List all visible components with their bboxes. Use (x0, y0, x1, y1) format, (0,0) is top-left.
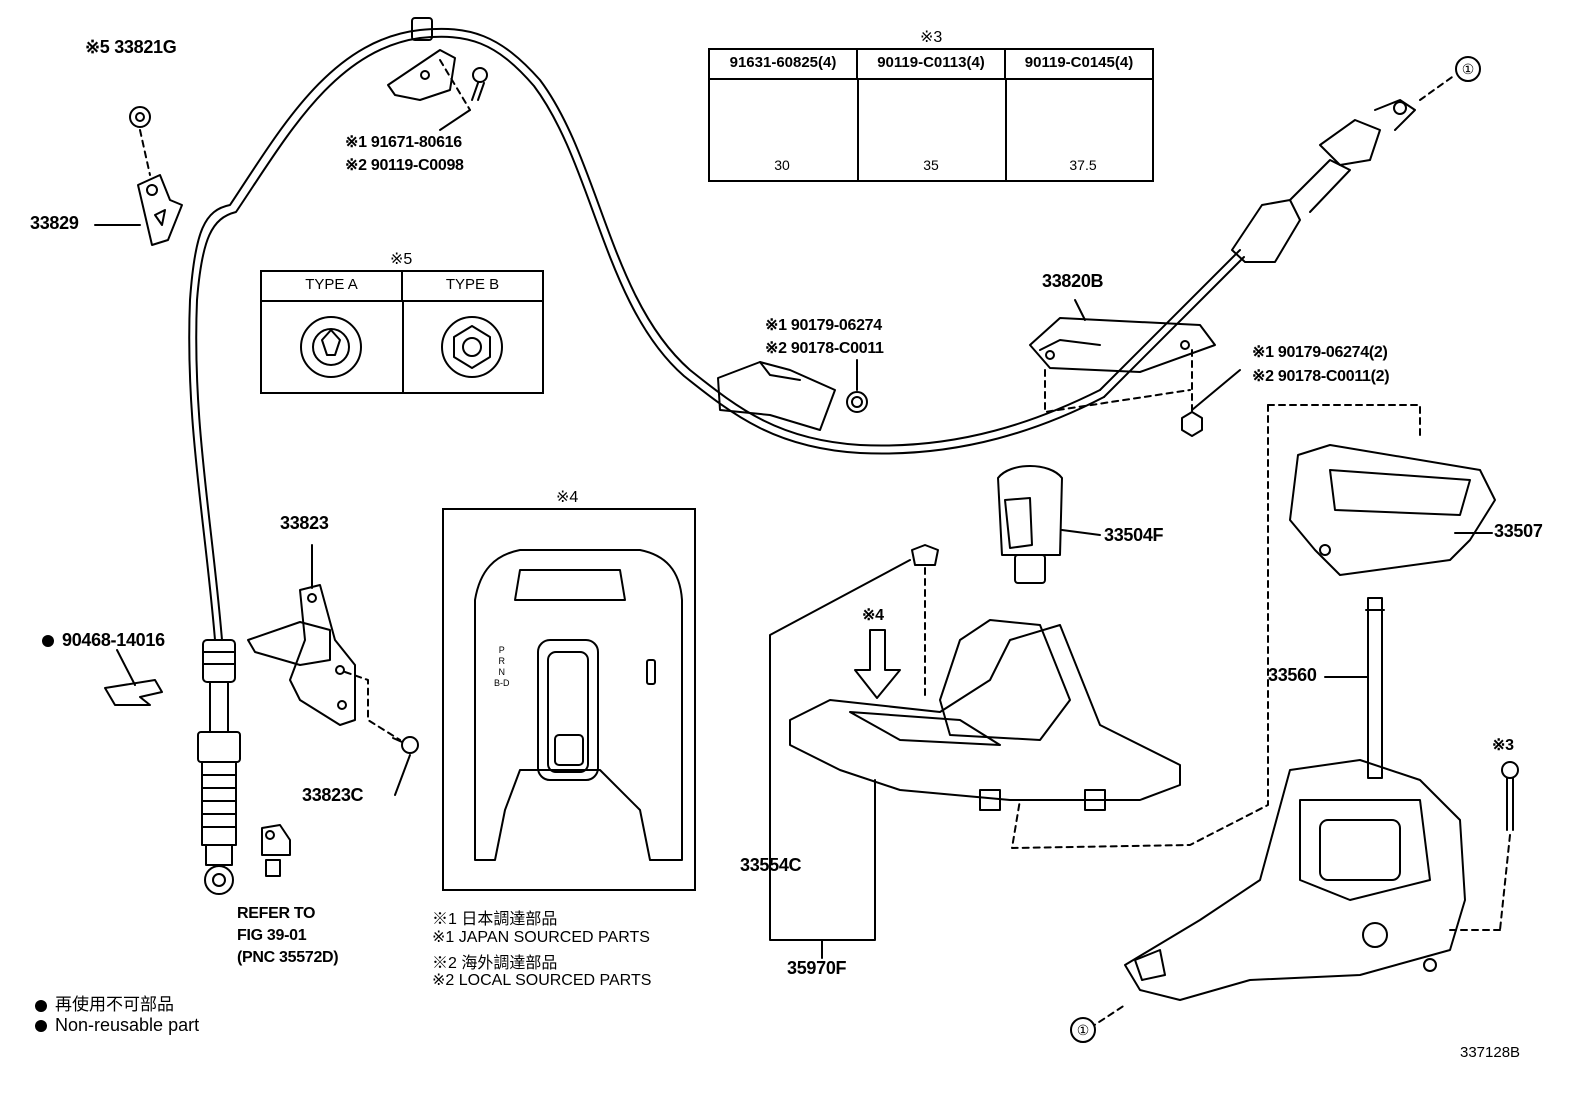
type-b-header: TYPE B (403, 272, 542, 302)
label-90178-c0011: ※2 90178-C0011 (765, 340, 884, 357)
cable-end-top-right (1231, 99, 1416, 263)
label-33554c: 33554C (740, 855, 802, 875)
leader-33821g (139, 129, 151, 176)
bolt-divider-1 (857, 80, 859, 180)
detail-box-mark: ※4 (556, 489, 579, 506)
label-33560: 33560 (1268, 665, 1317, 685)
label-35970f: 35970F (787, 958, 847, 978)
label-33820b: 33820B (1042, 271, 1104, 291)
bolt-col-2-part: 90119-C0113(4) (858, 50, 1006, 80)
clip-console-top (911, 544, 939, 566)
label-mark4-arrow: ※4 (862, 607, 884, 624)
refer-clamp (261, 824, 291, 877)
refer-line-3: (PNC 35572D) (237, 949, 339, 966)
legend-jp-text: 再使用不可部品 (55, 995, 174, 1014)
label-91671-80616: ※1 91671-80616 (345, 134, 462, 151)
note-1-en: ※1 JAPAN SOURCED PARTS (432, 929, 650, 946)
refer-line-1: REFER TO (237, 905, 316, 922)
grommet-33821g (129, 106, 151, 128)
bolt-col-3-length: 37.5 (1069, 157, 1097, 173)
type-nuts (300, 316, 503, 378)
nut-90179-2 (1181, 411, 1203, 437)
note-2-jp: ※2 海外調達部品 (432, 955, 558, 972)
shift-letter-p: P (498, 645, 505, 655)
label-33823: 33823 (280, 513, 329, 533)
shift-lever-33560 (1365, 597, 1385, 779)
bolt-table-mark: ※3 (920, 29, 943, 46)
bolt-table: 91631-60825(4) 90119-C0113(4) 90119-C014… (708, 48, 1154, 182)
bolt-divider-2 (1005, 80, 1007, 180)
label-90178-c0011-2: ※2 90178-C0011(2) (1252, 368, 1390, 385)
label-90119-c0098: ※2 90119-C0098 (345, 157, 464, 174)
bolt-col-1-length: 30 (774, 157, 790, 173)
bracket-33820b (1029, 317, 1216, 373)
shift-letter-n: N (498, 667, 506, 677)
shift-letter-r: R (498, 656, 506, 666)
callout-ref-1-top: ① (1455, 56, 1481, 82)
legend-dot-en (35, 1020, 47, 1033)
console-33554c (789, 619, 1181, 811)
label-90468-14016: 90468-14016 (42, 630, 165, 651)
type-divider (402, 302, 404, 392)
bolt-col-1-part: 91631-60825(4) (710, 50, 858, 80)
label-33823c: 33823C (302, 785, 364, 805)
refer-line-2: FIG 39-01 (237, 927, 307, 944)
cable-end-fitting (197, 639, 241, 895)
label-33821g: ※5 33821G (85, 37, 177, 57)
view-arrow (854, 629, 901, 699)
shift-letters: P R N B-D (494, 645, 510, 689)
diagram-id: 337128B (1460, 1044, 1521, 1061)
bolt-33823c (392, 736, 419, 754)
legend-dot-jp (35, 999, 47, 1012)
note-2-en: ※2 LOCAL SOURCED PARTS (432, 972, 652, 989)
clip-90468 (104, 679, 163, 706)
label-33507: 33507 (1494, 521, 1543, 541)
label-mark3: ※3 (1492, 737, 1514, 754)
shifter-base (1124, 759, 1466, 1001)
legend-jp: 再使用不可部品 (35, 990, 174, 1015)
shift-cable (188, 27, 1245, 641)
label-90179-06274-2: ※1 90179-06274(2) (1252, 344, 1388, 361)
cable-bracket-top (387, 17, 456, 101)
type-a-header: TYPE A (262, 272, 403, 302)
knob-33504f (997, 465, 1063, 584)
lever-33823 (247, 584, 356, 726)
label-90179-06274: ※1 90179-06274 (765, 317, 882, 334)
detail-box (442, 508, 696, 891)
label-33829: 33829 (30, 213, 79, 233)
housing-33507 (1289, 444, 1496, 576)
cable-clip-mid (717, 361, 836, 431)
detail-console-drawing (474, 549, 683, 861)
bolt-91671 (471, 67, 488, 101)
callout-ref-1-bottom: ① (1070, 1017, 1096, 1043)
type-table-mark: ※5 (390, 251, 413, 268)
note-1-jp: ※1 日本調達部品 (432, 911, 558, 928)
bolt-col-2-length: 35 (923, 157, 939, 173)
bolt-col-3-part: 90119-C0145(4) (1006, 50, 1152, 80)
shift-letter-bd: B-D (494, 678, 510, 688)
legend-en-text: Non-reusable part (55, 1015, 200, 1035)
non-reusable-dot (42, 635, 54, 648)
legend-en: Non-reusable part (35, 1015, 199, 1036)
label-90468-14016-text: 90468-14016 (62, 630, 165, 650)
label-33504f: 33504F (1104, 525, 1164, 545)
bracket-33829 (137, 174, 183, 246)
bolt-right (1501, 761, 1519, 831)
type-table: TYPE A TYPE B (260, 270, 544, 394)
nut-90179 (846, 391, 868, 413)
